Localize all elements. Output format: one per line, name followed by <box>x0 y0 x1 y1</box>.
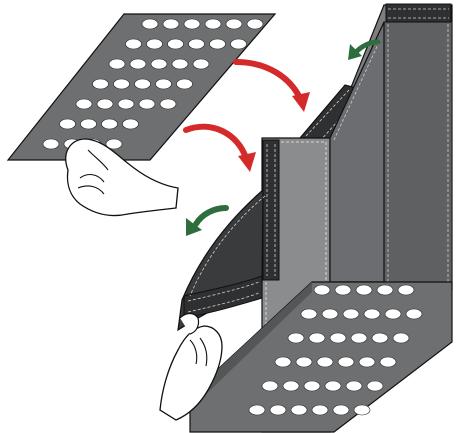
board-hole <box>309 333 325 343</box>
right-side-panel <box>384 22 452 282</box>
board-hole <box>160 99 176 109</box>
board-hole <box>163 19 179 29</box>
back-top-strap <box>386 4 451 22</box>
curved-arrow-icon <box>186 127 246 158</box>
curved-arrow-icon <box>196 208 226 224</box>
board-hole <box>43 139 59 149</box>
board-hole <box>296 357 312 367</box>
board-hole <box>226 19 242 29</box>
board-hole <box>322 309 338 319</box>
board-hole <box>301 309 317 319</box>
board-hole <box>97 99 113 109</box>
board-hole <box>275 357 291 367</box>
board-hole <box>76 99 92 109</box>
board-hole <box>354 405 370 415</box>
board-hole <box>325 381 341 391</box>
board-hole <box>249 405 265 415</box>
board-hole <box>283 381 299 391</box>
board-hole <box>118 99 134 109</box>
board-hole <box>367 381 383 391</box>
board-hole <box>385 309 401 319</box>
board-hole <box>356 285 372 295</box>
board-hole <box>193 59 209 69</box>
board-hole <box>314 285 330 295</box>
board-hole <box>317 357 333 367</box>
board-hole <box>156 79 172 89</box>
board-hole <box>130 59 146 69</box>
board-hole <box>123 119 139 129</box>
board-hole <box>135 79 151 89</box>
board-hole <box>343 309 359 319</box>
board-hole <box>231 39 247 49</box>
board-hole <box>398 285 414 295</box>
board-hole <box>330 333 346 343</box>
board-hole <box>177 79 193 89</box>
board-hole <box>114 79 130 89</box>
board-hole <box>304 381 320 391</box>
board-hole <box>205 19 221 29</box>
board-hole <box>139 99 155 109</box>
board-hole <box>60 119 76 129</box>
board-hole <box>406 309 422 319</box>
center-side-panel <box>330 22 384 282</box>
board-hole <box>372 333 388 343</box>
board-hole <box>335 285 351 295</box>
board-hole <box>270 405 286 415</box>
board-hole <box>109 59 125 69</box>
board-hole <box>338 357 354 367</box>
board-hole <box>210 39 226 49</box>
board-hole <box>189 39 205 49</box>
board-hole <box>102 119 118 129</box>
board-hole <box>291 405 307 415</box>
front-left-strap <box>263 140 279 280</box>
board-hole <box>380 357 396 367</box>
board-hole <box>346 381 362 391</box>
curved-arrow-icon <box>236 62 300 98</box>
board-hole <box>126 39 142 49</box>
board-hole <box>312 405 328 415</box>
board-hole <box>93 79 109 89</box>
board-hole <box>288 333 304 343</box>
board-hole <box>359 357 375 367</box>
board-hole <box>151 59 167 69</box>
board-hole <box>393 333 409 343</box>
board-hole <box>262 381 278 391</box>
board-hole <box>364 309 380 319</box>
board-hole <box>351 333 367 343</box>
board-hole <box>81 119 97 129</box>
board-hole <box>377 285 393 295</box>
board-hole <box>333 405 349 415</box>
board-hole <box>247 19 263 29</box>
board-hole <box>147 39 163 49</box>
board-hole <box>142 19 158 29</box>
board-hole <box>172 59 188 69</box>
board-hole <box>184 19 200 29</box>
board-hole <box>168 39 184 49</box>
